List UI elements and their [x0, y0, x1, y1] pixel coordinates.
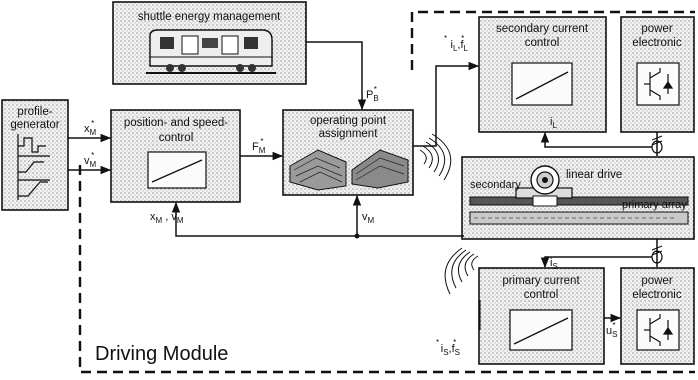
power-electronic-bottom-block: power electronic [620, 267, 695, 365]
driving-module-label: Driving Module [95, 343, 228, 365]
power-bottom-label-line1: power [641, 275, 672, 287]
position-label-line1: position- and speed- [124, 117, 228, 129]
profile-curves-icon [17, 134, 50, 200]
primary-current-control-block: primary current control [478, 267, 605, 365]
secondary-current-label-line2: control [525, 37, 560, 49]
profile-label-line1: profile- [17, 106, 52, 118]
igbt-symbol-bottom [644, 314, 674, 346]
operating-label-line2: assignment [319, 128, 379, 140]
pb-star-label: PB* [366, 85, 379, 103]
secondary-rail [469, 196, 689, 206]
position-speed-control-block: position- and speed- control [110, 109, 241, 203]
secondary-current-control-block: secondary current control [478, 16, 607, 133]
igbt-symbol-top [644, 68, 674, 100]
power-bottom-label-line2: electronic [632, 289, 681, 301]
is-label: iS [550, 257, 558, 271]
us-star-label: uS* [606, 321, 617, 339]
primary-array-label: primary array [622, 199, 687, 211]
position-ramp-icon [151, 159, 203, 183]
signal-labels: xM* vM* FM* PB* iL,fL** iL iS uS* iS,fS*… [84, 34, 617, 357]
power-top-label-line2: electronic [632, 37, 681, 49]
secondary-current-label-line1: secondary current [496, 23, 589, 35]
power-top-label-line1: power [641, 23, 672, 35]
is-fs-star-label: iS,fS** [436, 338, 460, 357]
il-fl-star-label: iL,fL** [444, 34, 469, 53]
position-label-line2: control [159, 132, 194, 144]
xm-star-label: xM* [84, 119, 97, 137]
primary-current-label-line2: control [524, 289, 559, 301]
secondary-ramp-icon [515, 71, 569, 100]
profile-label-line2: generator [10, 119, 59, 131]
vm-star-label: vM* [84, 151, 97, 169]
vm-feedback-label: vM [362, 211, 375, 225]
driving-module-boundary [78, 10, 695, 374]
shuttle-train-icon [146, 29, 276, 74]
surface-plot-icons [289, 149, 409, 191]
xm-vm-feedback-label: xM , vM [150, 211, 184, 225]
shuttle-energy-management-block: shuttle energy management [112, 1, 307, 85]
linear-drive-carriage-icon [515, 165, 573, 207]
primary-current-label-line1: primary current [502, 275, 580, 287]
il-label: iL [550, 116, 557, 130]
fm-star-label: FM* [252, 137, 266, 155]
linear-drive-label: linear drive [566, 169, 622, 181]
power-electronic-top-block: power electronic [620, 16, 695, 133]
primary-ramp-icon [513, 317, 569, 345]
shuttle-title: shuttle energy management [138, 11, 281, 23]
profile-generator-block: profile- generator [1, 99, 69, 211]
linear-drive-block: linear drive secondary primary array [461, 156, 695, 240]
secondary-label: secondary [470, 179, 521, 191]
operating-point-assignment-block: operating point assignment [282, 109, 414, 196]
operating-label-line1: operating point [310, 115, 387, 127]
wireless-link-icon [419, 133, 481, 330]
signal-wires [68, 41, 663, 323]
